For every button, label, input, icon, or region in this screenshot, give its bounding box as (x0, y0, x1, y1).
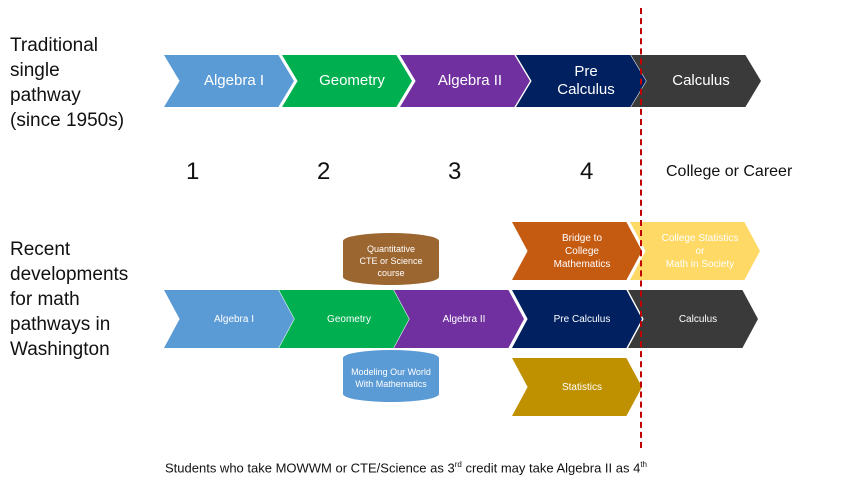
college-divider-line (640, 8, 642, 448)
traditional-pathway-label: Traditional single pathway (since 1950s) (10, 35, 125, 131)
trad-algebra-1: Algebra I (164, 55, 294, 107)
modeling-our-world-course: Modeling Our World With Mathematics (343, 350, 439, 402)
bridge-to-college-math: Bridge to College Mathematics (512, 222, 642, 280)
trad-pre-calculus: Pre Calculus (516, 55, 646, 107)
year-4: 4 (580, 158, 594, 185)
recent-developments-label: Recent developments for math pathways in… (10, 239, 129, 360)
recent-geometry: Geometry (279, 290, 409, 348)
recent-algebra-2: Algebra II (394, 290, 524, 348)
year-1: 1 (186, 158, 200, 185)
year-2: 2 (317, 158, 331, 185)
college-statistics-or-math-in-society: College Statistics or Math in Society (630, 222, 760, 280)
trad-geometry: Geometry (282, 55, 412, 107)
statistics-course: Statistics (512, 358, 642, 416)
quantitative-cte-course: Quantitative CTE or Science course (343, 233, 439, 285)
recent-pre-calculus: Pre Calculus (512, 290, 642, 348)
trad-algebra-2: Algebra II (400, 55, 530, 107)
recent-algebra-1: Algebra I (164, 290, 294, 348)
year-3: 3 (448, 158, 462, 185)
college-or-career-label: College or Career (666, 163, 793, 180)
footnote: Students who take MOWWM or CTE/Science a… (165, 460, 647, 476)
recent-calculus: Calculus (628, 290, 758, 348)
trad-calculus: Calculus (631, 55, 761, 107)
